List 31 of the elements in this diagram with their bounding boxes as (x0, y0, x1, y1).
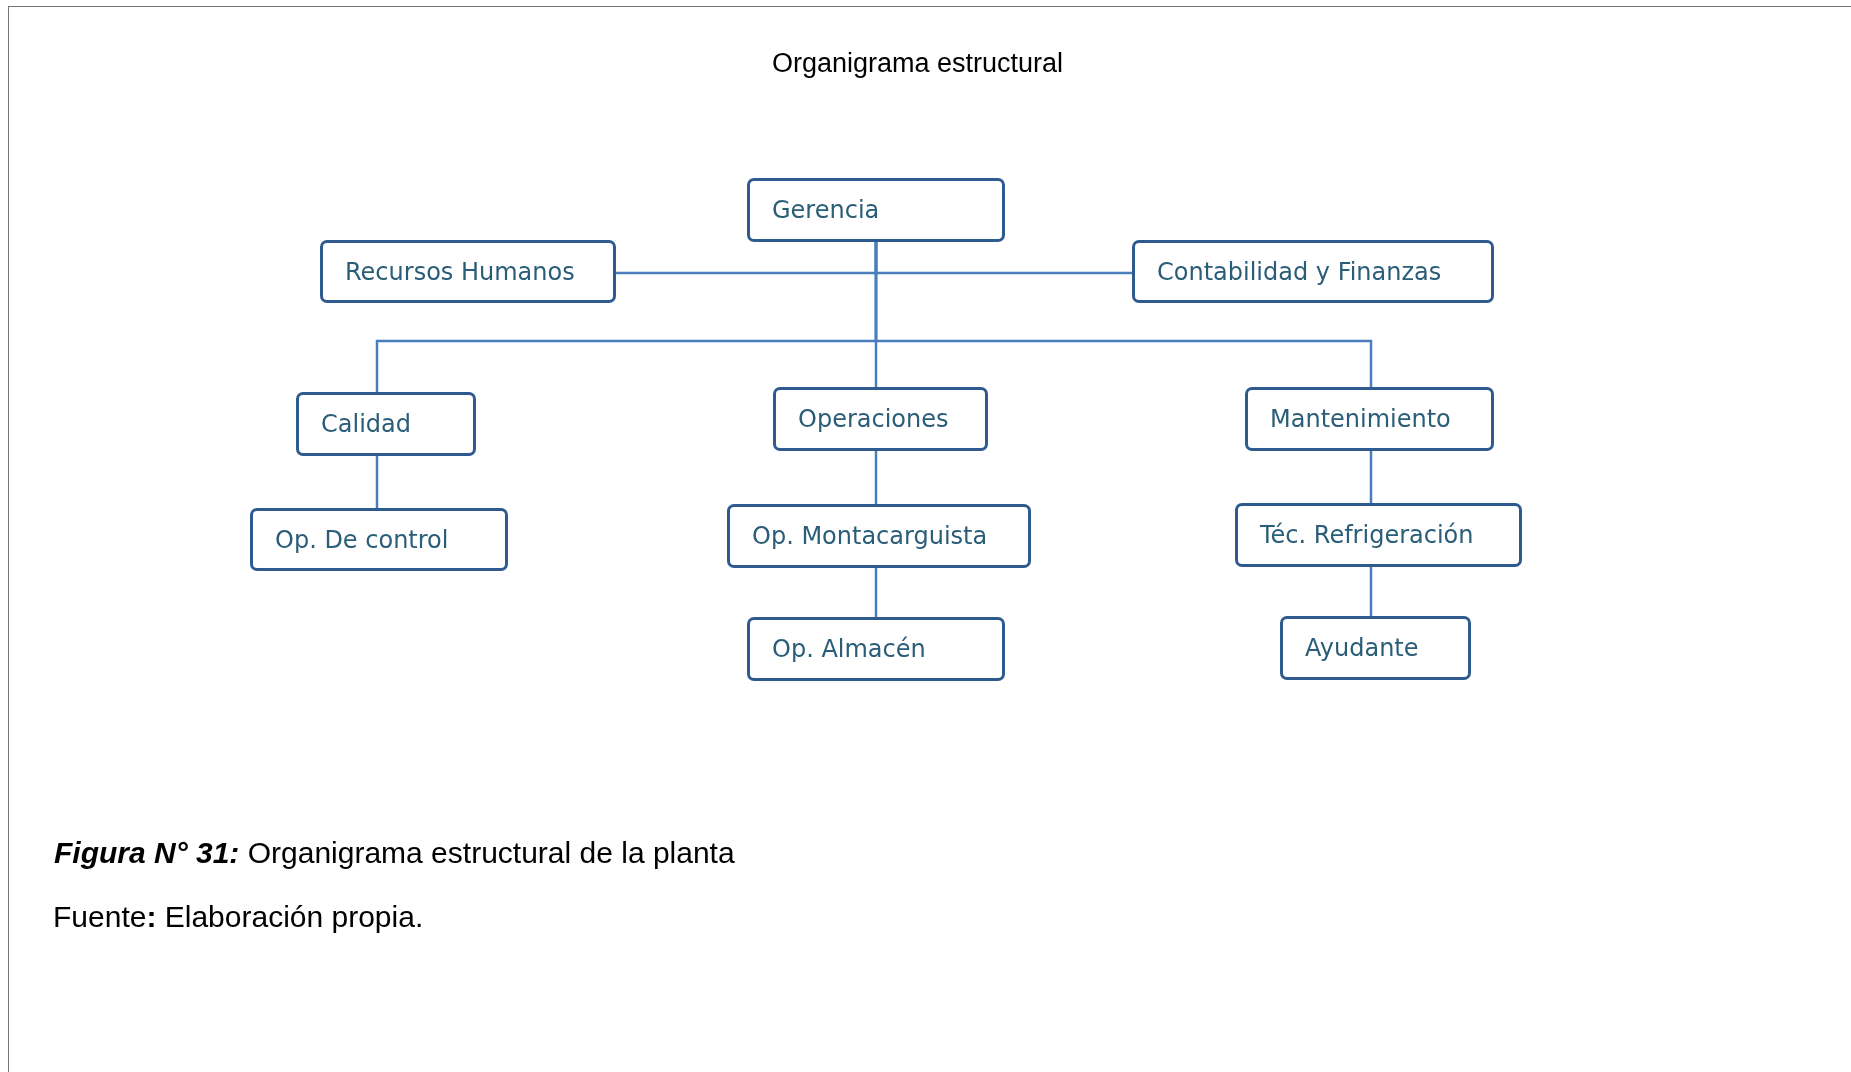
source-note: Fuente: Elaboración propia. (53, 900, 424, 934)
box-label: Ayudante (1305, 634, 1419, 662)
box-label: Op. Montacarguista (752, 522, 988, 550)
org-box (1280, 616, 1471, 680)
box-label: Operaciones (798, 405, 949, 433)
connector-line (375, 456, 379, 508)
connector-line (1369, 451, 1373, 503)
connector-line (874, 242, 1373, 387)
box-label: Téc. Refrigeración (1260, 521, 1474, 549)
org-box (1132, 240, 1494, 303)
org-box (250, 508, 508, 571)
org-box (296, 392, 476, 456)
org-box (747, 617, 1005, 681)
box-label: Gerencia (772, 196, 880, 224)
org-box (1245, 387, 1494, 451)
box-label: Mantenimiento (1270, 405, 1451, 433)
box-label: Op. De control (275, 525, 449, 554)
diagram-title: Organigrama estructural (770, 48, 1065, 79)
connector-line (1369, 567, 1373, 616)
org-box (1235, 503, 1522, 567)
org-box (773, 387, 988, 451)
box-label: Recursos Humanos (345, 257, 575, 286)
figure-caption: Figura N° 31: Organigrama estructural de la planta (54, 836, 735, 870)
box-label: Contabilidad y Finanzas (1157, 257, 1442, 286)
connector-line (874, 451, 878, 504)
box-label: Calidad (321, 410, 411, 438)
box-label: Op. Almacén (772, 635, 926, 663)
org-box (320, 240, 616, 303)
connector-line (874, 568, 878, 617)
org-box (747, 178, 1005, 242)
org-box (727, 504, 1031, 568)
